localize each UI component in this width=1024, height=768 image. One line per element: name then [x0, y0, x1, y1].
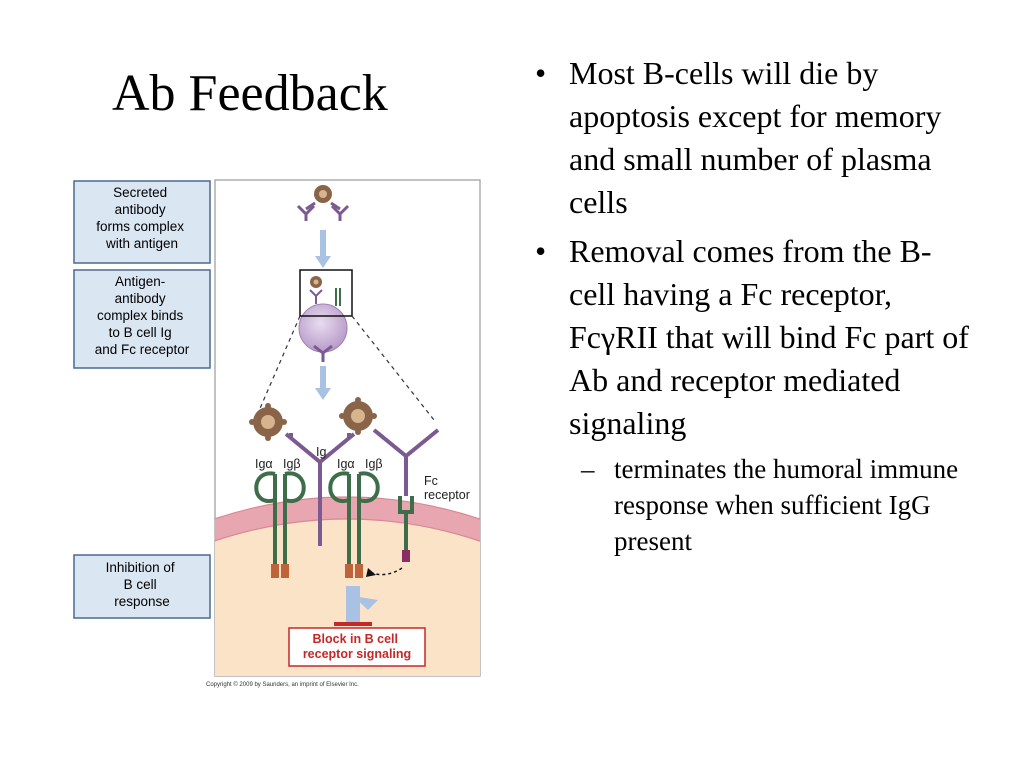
- antigen-icon: [249, 403, 287, 441]
- antigen-icon: [314, 185, 332, 203]
- inhibition-arrow-head: [366, 568, 376, 577]
- itam-icon: [345, 564, 353, 578]
- bullet-marker: •: [535, 233, 547, 269]
- svg-text:Block in B cell receptor: Block in B cell receptor signaling: [303, 632, 411, 661]
- bullet-item: • Removal comes from the B-cell having a…: [535, 230, 975, 559]
- svg-text:Secreted antibody: Secreted antibody forms complex with ant…: [96, 185, 188, 251]
- b-cell-icon: [298, 303, 348, 353]
- ig-alpha-beta-icon: [328, 471, 380, 570]
- step-label-line: antibody: [115, 291, 166, 306]
- bound-antibody-icon: [372, 428, 440, 496]
- itam-icon: [281, 564, 289, 578]
- antigen-antibody-complex: [296, 185, 350, 221]
- step-label-line: complex binds: [97, 308, 184, 323]
- bullet-list: • Most B-cells will die by apoptosis exc…: [535, 52, 975, 565]
- ig-beta-label: Igβ: [283, 457, 301, 471]
- svg-text:Antigen- antibody: Antigen- antibody complex binds to B cel…: [95, 274, 190, 357]
- step-label-line: Inhibition of: [106, 560, 175, 575]
- step-label-line: forms complex: [96, 219, 184, 234]
- step-label-3: Inhibition of B cell response: [73, 554, 211, 619]
- step-label-line: response: [114, 594, 170, 609]
- copyright-text: Copyright © 2009 by Saunders, an imprint…: [206, 681, 359, 688]
- block-label: Block in B cell receptor signaling: [288, 627, 426, 667]
- ig-alpha-label: Igα: [337, 457, 355, 471]
- blocked-signal-icon: [334, 586, 378, 626]
- sub-bullet-text: terminates the humoral immune response w…: [614, 454, 959, 556]
- antigen-icon: [339, 397, 377, 435]
- bullet-marker: •: [535, 55, 547, 91]
- fc-receptor-label: Fc: [424, 474, 438, 488]
- ig-alpha-beta-icon: [254, 471, 306, 570]
- zoom-lines: [254, 315, 435, 421]
- step-label-line: Secreted: [113, 185, 167, 200]
- slide-title: Ab Feedback: [112, 65, 388, 122]
- antigen-icon: [310, 276, 322, 288]
- step-label-2: Antigen- antibody complex binds to B cel…: [73, 269, 211, 369]
- itam-icon: [355, 564, 363, 578]
- step-label-line: and Fc receptor: [95, 342, 190, 357]
- bullet-text: Removal comes from the B-cell having a F…: [569, 233, 969, 441]
- flow-arrow-head: [315, 388, 331, 400]
- fc-receptor-label: receptor: [424, 488, 470, 502]
- step-label-1: Secreted antibody forms complex with ant…: [73, 180, 211, 264]
- sub-bullet-marker: –: [581, 454, 595, 484]
- step-label-line: to B cell Ig: [109, 325, 172, 340]
- ig-label: Ig: [316, 445, 326, 459]
- membrane-ig-icon: [284, 432, 356, 546]
- step-label-line: Antigen-: [115, 274, 165, 289]
- ig-beta-label: Igβ: [365, 457, 383, 471]
- block-label-line: Block in B cell: [313, 632, 398, 646]
- bullet-item: • Most B-cells will die by apoptosis exc…: [535, 52, 975, 224]
- bullet-text: Most B-cells will die by apoptosis excep…: [569, 55, 942, 220]
- step-label-line: B cell: [124, 577, 157, 592]
- block-label-line: receptor signaling: [303, 647, 411, 661]
- zoom-box: [299, 269, 353, 317]
- svg-text:Igα Igβ Ig Igα: Igα Igβ Ig Igα Igβ Fc receptor: [255, 445, 470, 502]
- sub-bullet-item: – terminates the humoral immune response…: [569, 451, 975, 559]
- fc-receptor-icon: [398, 496, 414, 562]
- ig-alpha-label: Igα: [255, 457, 273, 471]
- step-label-line: with antigen: [105, 236, 178, 251]
- step-label-line: antibody: [115, 202, 166, 217]
- feedback-diagram: Secreted antibody forms complex with ant…: [72, 178, 484, 690]
- svg-text:Inhibition of B cell: Inhibition of B cell response: [106, 560, 179, 609]
- itam-icon: [271, 564, 279, 578]
- flow-arrow-head: [315, 256, 331, 268]
